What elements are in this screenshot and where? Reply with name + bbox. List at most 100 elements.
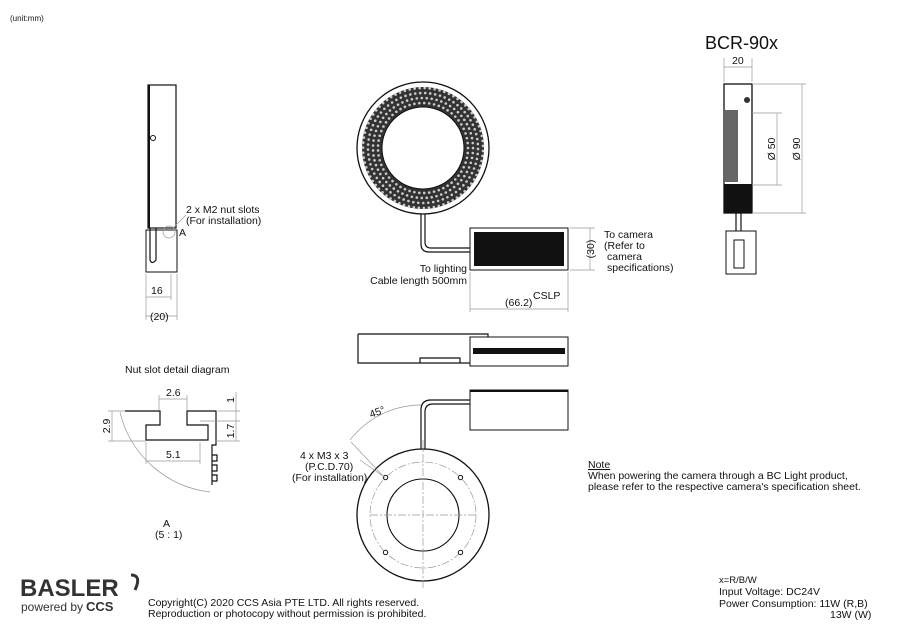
led-dot: [468, 176, 471, 179]
led-dot: [405, 99, 409, 102]
led-dot: [435, 98, 438, 102]
spec-power-w: 13W (W): [830, 609, 871, 621]
detail-label-a: A: [163, 518, 170, 530]
led-dot: [409, 93, 412, 96]
led-dot: [386, 104, 390, 107]
led-dot: [403, 89, 407, 93]
led-dot: [403, 105, 407, 109]
led-dot: [373, 134, 376, 137]
led-dot: [471, 141, 475, 145]
led-dot: [481, 149, 485, 153]
svg-text:powered by: powered by: [21, 600, 83, 614]
led-dot: [362, 136, 366, 139]
led-dot: [367, 138, 370, 141]
led-dot: [450, 181, 453, 185]
mounting-hole: [382, 549, 389, 556]
led-dot: [389, 197, 392, 200]
led-dot: [412, 200, 415, 204]
dimension-30: (30): [570, 227, 597, 271]
led-dot: [479, 164, 482, 168]
led-dot: [413, 190, 416, 194]
ring-front-view: [356, 81, 490, 253]
led-dot: [367, 153, 370, 156]
led-dot: [392, 187, 396, 190]
led-dot: [395, 98, 398, 102]
led-dot: [474, 162, 477, 166]
led-dot: [470, 171, 474, 175]
led-dot: [378, 180, 382, 184]
led-dot: [475, 173, 478, 177]
led-dot: [376, 144, 380, 147]
led-dot: [470, 111, 474, 115]
led-dot: [388, 109, 392, 112]
svg-text:1: 1: [225, 397, 237, 403]
led-dot: [366, 143, 370, 146]
led-dot: [463, 118, 466, 122]
led-dot: [369, 162, 372, 166]
led-dot: [379, 120, 382, 124]
led-dot: [374, 109, 378, 112]
led-dot: [396, 189, 400, 193]
led-dot: [427, 191, 431, 194]
to-camera-line-4: specifications): [607, 262, 674, 274]
ring-bottom-view: [349, 389, 569, 590]
led-dot: [441, 197, 445, 201]
led-dot: [425, 96, 429, 100]
dimension-66-2: (66.2) CSLP: [469, 272, 569, 312]
to-lighting-label: To lighting: [420, 263, 467, 275]
led-dot: [371, 179, 375, 183]
led-dot: [401, 192, 404, 195]
led-dot: [373, 159, 376, 162]
led-dot: [447, 92, 451, 96]
led-dot: [466, 141, 470, 145]
led-dot: [435, 194, 438, 198]
led-dot: [423, 91, 427, 95]
detail-scale: (5 : 1): [155, 529, 182, 541]
led-dot: [387, 117, 391, 120]
led-dot: [420, 96, 424, 100]
led-dot: [444, 102, 448, 105]
led-dot: [470, 136, 474, 140]
led-dot: [371, 149, 375, 152]
led-dot: [442, 106, 445, 110]
led-dot: [408, 189, 411, 193]
led-dot: [376, 168, 380, 171]
led-dot: [452, 94, 455, 98]
led-dot: [392, 106, 396, 109]
led-dot: [382, 125, 385, 128]
led-dot: [459, 193, 463, 196]
led-dot: [379, 111, 383, 114]
nut-slot-detail: 2.6 1 2.9 1.7 5.1: [101, 387, 240, 493]
led-dot: [397, 196, 401, 199]
dim-dia-50: Ø 50: [766, 137, 778, 160]
to-camera-line-2: (Refer to: [604, 240, 645, 252]
led-dot: [361, 141, 365, 144]
led-dot: [410, 97, 414, 101]
led-dot: [481, 144, 485, 148]
led-dot: [394, 93, 397, 96]
led-dot: [465, 136, 469, 140]
dim-right-20: 20: [732, 55, 744, 67]
led-dot: [464, 161, 467, 164]
led-dot: [389, 191, 392, 194]
led-dot: [384, 121, 388, 124]
cable-length-label: Cable length 500mm: [370, 275, 467, 287]
led-dot: [417, 101, 421, 105]
led-dot: [382, 168, 385, 171]
led-dot: [454, 190, 458, 194]
svg-text:2.6: 2.6: [166, 387, 181, 399]
led-dot: [368, 133, 371, 136]
led-dot: [433, 87, 436, 91]
led-dot: [385, 180, 388, 184]
led-dot: [459, 178, 463, 182]
led-dot: [393, 199, 397, 203]
led-dot: [481, 139, 484, 143]
led-dot: [472, 178, 476, 181]
led-dot: [456, 97, 459, 101]
led-dot: [466, 114, 470, 118]
led-dot: [389, 95, 393, 99]
led-dot: [464, 132, 467, 135]
led-dot: [374, 163, 378, 167]
led-dot: [437, 204, 441, 208]
top-view: [357, 333, 569, 367]
